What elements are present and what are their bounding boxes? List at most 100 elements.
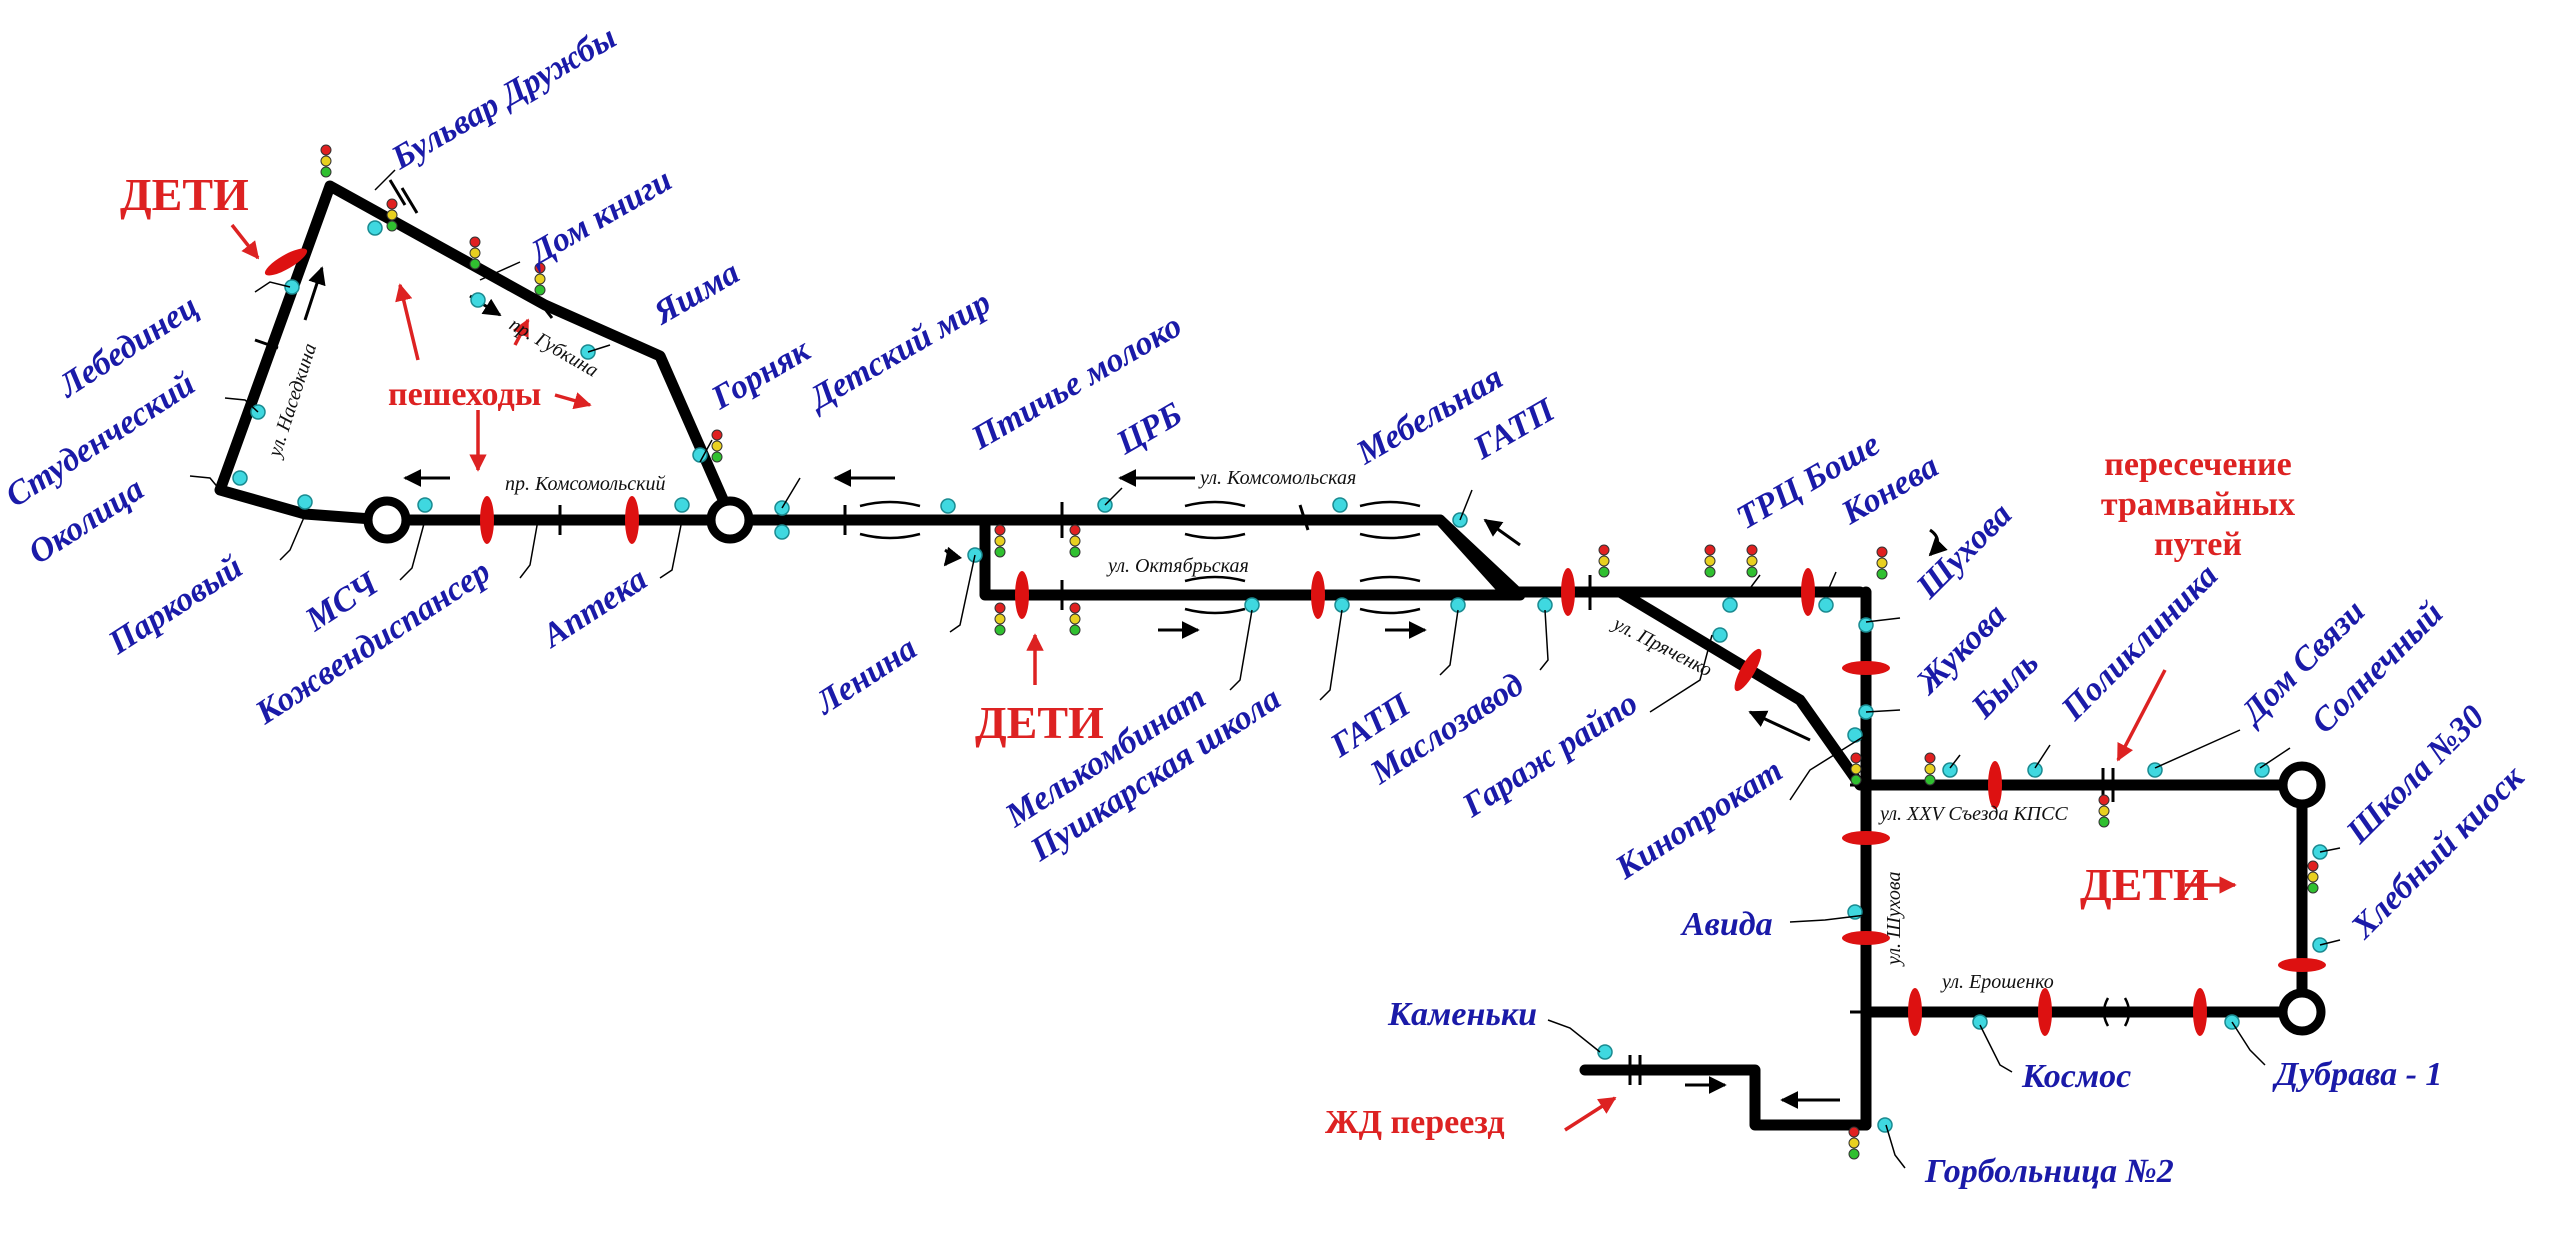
traffic-light-icon [469, 258, 481, 270]
stop-dot [1847, 727, 1863, 743]
stop-dot [1334, 597, 1350, 613]
stop-label-detsky-mir[interactable]: Детский мир [801, 284, 997, 419]
stop-label-avida[interactable]: Авида [1680, 906, 1773, 943]
stop-dot [692, 447, 708, 463]
stop-dot [367, 220, 383, 236]
traffic-light-icon [2098, 816, 2110, 828]
route-triangle-loop [214, 180, 738, 526]
tick-marks [254, 179, 2115, 1085]
stop-label-gornyak[interactable]: Горняк [705, 331, 817, 417]
terminals [363, 496, 2326, 1036]
stop-label-crb[interactable]: ЦРБ [1110, 395, 1189, 462]
street-label: пр. Комсомольский [505, 473, 665, 495]
traffic-light-icon [994, 602, 1006, 614]
stop-dot [1244, 597, 1260, 613]
stop-dot [1942, 762, 1958, 778]
stop-dot [297, 494, 313, 510]
stop-label-parkovy[interactable]: Парковый [101, 548, 249, 662]
route-main-lower [979, 514, 1526, 601]
stop-dot [1722, 597, 1738, 613]
street-label: ул. XXV Съезда КПСС [1878, 803, 2068, 825]
traffic-light-icon [2098, 794, 2110, 806]
street-label: ул. Комсомольская [1198, 467, 1356, 489]
traffic-light-icon [1704, 566, 1716, 578]
stop-dot [1877, 1117, 1893, 1133]
route-pryachenko [1614, 586, 1866, 791]
bridge-brackets [859, 500, 2131, 1027]
traffic-light-icon [1704, 555, 1716, 567]
stop-label-lenina[interactable]: Ленина [808, 630, 924, 723]
traffic-light-icon [1876, 568, 1888, 580]
traffic-light-icon [2307, 882, 2319, 894]
warning-railway-crossing: ЖД переезд [1325, 1104, 1505, 1141]
traffic-light-icon [1598, 555, 1610, 567]
traffic-light-icon [2098, 805, 2110, 817]
stop-label-shukhova[interactable]: Шухова [1909, 496, 2019, 606]
pedestrian-crossing-markers [264, 248, 2326, 1036]
traffic-light-icon [386, 209, 398, 221]
traffic-light-icon [1848, 1137, 1860, 1149]
stop-dot [674, 497, 690, 513]
stop-label-poliklinika[interactable]: Поликлиника [2054, 557, 2225, 728]
warning-pedestrians: пешеходы [388, 376, 541, 413]
traffic-light-icon [1704, 544, 1716, 556]
stop-dot [774, 524, 790, 540]
traffic-light-icon [1876, 557, 1888, 569]
stop-label-dom-knigi[interactable]: Дом книги [521, 161, 678, 273]
traffic-light-icon [1598, 566, 1610, 578]
traffic-light-icon [534, 273, 546, 285]
warning-arrows [230, 223, 2237, 1132]
stop-label-khlebny-kiosk[interactable]: Хлебный киоск [2344, 758, 2532, 946]
stop-dot [417, 497, 433, 513]
street-label: ул. Октябрьская [1106, 555, 1249, 577]
traffic-light-icon [711, 429, 723, 441]
traffic-light-icon [1850, 752, 1862, 764]
traffic-light-icon [994, 546, 1006, 558]
stop-label-kosmos[interactable]: Космос [2021, 1058, 2131, 1095]
stop-dots [232, 220, 2328, 1133]
terminal-dubrava [2278, 988, 2326, 1036]
traffic-light-icon [711, 440, 723, 452]
stop-dot [1972, 1014, 1988, 1030]
stop-dot [940, 498, 956, 514]
traffic-light-icon [994, 613, 1006, 625]
traffic-light-icon [1069, 602, 1081, 614]
traffic-light-icon [386, 220, 398, 232]
traffic-light-icon [1850, 774, 1862, 786]
traffic-light-icon [320, 166, 332, 178]
stop-dot [2254, 762, 2270, 778]
traffic-light-icon [1848, 1148, 1860, 1160]
stop-dot [1858, 617, 1874, 633]
stop-label-kamenki[interactable]: Каменьки [1387, 996, 1537, 1033]
traffic-light-icon [469, 247, 481, 259]
stop-label-apteka[interactable]: Аптека [535, 560, 654, 655]
stop-dot [1537, 597, 1553, 613]
stop-dot [232, 470, 248, 486]
warning-tram-line3: путей [2154, 526, 2242, 563]
traffic-light-icon [1069, 624, 1081, 636]
stop-label-yashma[interactable]: Яшма [647, 254, 746, 333]
traffic-light-icon [1598, 544, 1610, 556]
stop-label-kinoprokat[interactable]: Кинопрокат [1608, 752, 1789, 887]
traffic-light-icon [2307, 860, 2319, 872]
traffic-light-icon [1746, 544, 1758, 556]
stop-dot [284, 279, 300, 295]
traffic-light-icon [1069, 546, 1081, 558]
route-lines [214, 180, 2308, 1131]
stop-label-dubrava-1[interactable]: Дубрава - 1 [2272, 1056, 2442, 1093]
traffic-light-icon [994, 524, 1006, 536]
terminal-msch [363, 496, 411, 544]
traffic-light-icon [469, 236, 481, 248]
traffic-light-icon [1924, 774, 1936, 786]
stop-label-bulvar-druzhby[interactable]: Бульвар Дружбы [385, 19, 623, 178]
traffic-light-icon [1069, 524, 1081, 536]
stop-label-gorbolnitsa-2[interactable]: Горбольница №2 [1924, 1153, 2174, 1190]
traffic-light-icon [1746, 566, 1758, 578]
traffic-light-icon [386, 198, 398, 210]
traffic-light-icon [711, 451, 723, 463]
traffic-light-icon [534, 262, 546, 274]
stop-dot [1450, 597, 1466, 613]
stop-dot [1712, 627, 1728, 643]
traffic-light-icon [1746, 555, 1758, 567]
